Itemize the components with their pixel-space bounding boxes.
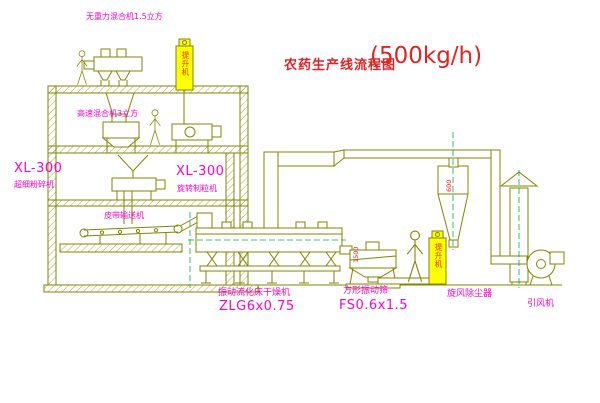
induced-draft-fan	[525, 249, 565, 286]
high-speed-mixer-machine	[101, 113, 141, 153]
centerlines	[188, 132, 520, 288]
granulator-name-label: 旋转制粒机	[177, 184, 217, 193]
gravity-mixer-label: 无重力混合机1.5立方	[86, 12, 163, 21]
pulverizer-name-label: 超细粉碎机	[14, 180, 54, 189]
pulverizer-machine	[171, 90, 222, 153]
dryer-name-label: 振动流化床干燥机	[218, 288, 291, 298]
vibrating-screen-machine	[345, 241, 430, 289]
belt-conveyor-machine	[79, 215, 199, 244]
pulverizer-model-label: XL-300	[14, 161, 63, 176]
diagram-title: 农药生产线流程图	[284, 58, 397, 73]
rotary-granulator-machine	[111, 154, 166, 224]
elevator-1-label: 提升机	[181, 51, 190, 77]
granulator-model-label: XL-300	[176, 164, 225, 179]
diagram-capacity: (500kg/h)	[370, 43, 483, 69]
screen-dimension: 1500	[352, 246, 360, 263]
exhaust-duct	[263, 149, 528, 265]
fan-label: 引风机	[527, 299, 555, 309]
belt-conveyor-label: 皮带输送机	[104, 211, 144, 220]
cyclone-label: 旋风除尘器	[447, 289, 493, 299]
elevator-2-label: 提升机	[434, 243, 443, 269]
high-speed-mixer-label: 高速混合机3立方	[77, 109, 139, 118]
person-figure-floor	[149, 109, 161, 146]
bucket-elevator-1	[175, 38, 194, 91]
screen-name-label: 方形振动筛	[343, 286, 389, 296]
person-figure-ground	[406, 230, 424, 283]
dryer-model-label: ZLG6x0.75	[219, 299, 295, 314]
screen-model-label: FS0.6x1.5	[339, 298, 409, 313]
gravity-mixer-machine	[83, 48, 143, 119]
bucket-elevator-2	[428, 230, 447, 285]
cyclone-dimension: 600	[445, 179, 453, 192]
